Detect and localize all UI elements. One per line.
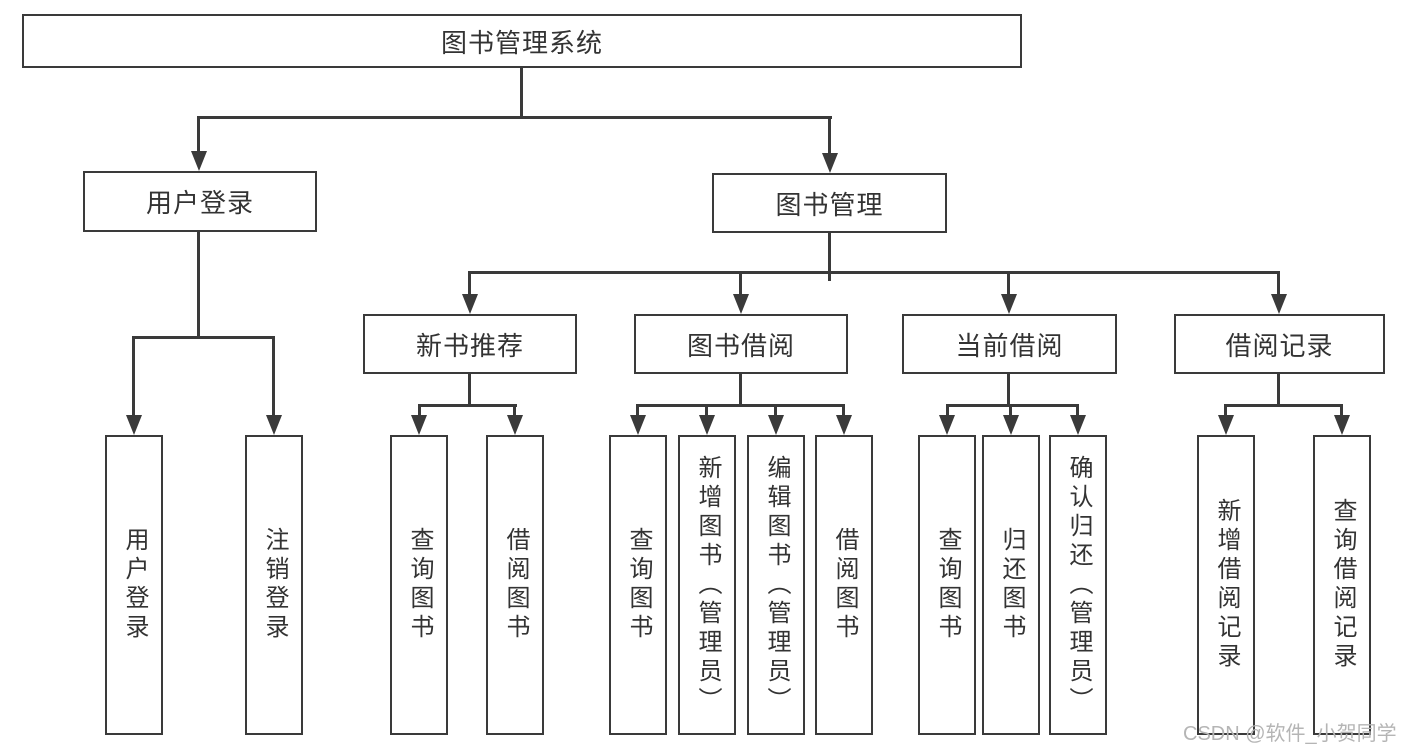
arrowhead-down-icon	[507, 415, 523, 435]
edge-borrow-records-stem	[1277, 373, 1280, 406]
node-book-borrow: 图书借阅	[634, 314, 848, 374]
edge-book-management-bus	[468, 271, 1280, 274]
arrowhead-down-icon	[1003, 415, 1019, 435]
edge-drop-user-login	[197, 116, 200, 154]
arrowhead-down-icon	[1334, 415, 1350, 435]
edge-drop-leaf	[705, 404, 708, 417]
edge-user-login-stem	[197, 231, 200, 338]
node-user-login: 用户登录	[83, 171, 317, 232]
node-borrow-records: 借阅记录	[1174, 314, 1385, 374]
arrowhead-down-icon	[1271, 294, 1287, 314]
leaf-confirm-return-admin: 确认归还（管理员）	[1049, 435, 1107, 735]
arrowhead-down-icon	[411, 415, 427, 435]
arrowhead-down-icon	[1070, 415, 1086, 435]
edge-book-management-stem	[828, 232, 831, 281]
leaf-borrow-books-recommend: 借阅图书	[486, 435, 544, 735]
leaf-label: 借阅图书	[831, 527, 858, 643]
arrowhead-down-icon	[266, 415, 282, 435]
edge-drop-book-management	[828, 116, 831, 156]
leaf-return-books: 归还图书	[982, 435, 1040, 735]
edge-drop-leaf	[418, 404, 421, 417]
arrowhead-down-icon	[768, 415, 784, 435]
arrowhead-down-icon	[462, 294, 478, 314]
arrowhead-down-icon	[1001, 294, 1017, 314]
edge-drop-new-book	[468, 271, 471, 296]
leaf-label: 新增图书（管理员）	[694, 454, 721, 716]
edge-drop-leaf-user-login	[132, 336, 135, 417]
edge-new-book-stem	[468, 373, 471, 406]
edge-drop-leaf	[1076, 404, 1079, 417]
leaf-label: 用户登录	[121, 527, 148, 643]
leaf-label: 查询图书	[625, 527, 652, 643]
leaf-label: 归还图书	[998, 527, 1025, 643]
leaf-label: 借阅图书	[502, 527, 529, 643]
arrowhead-down-icon	[733, 294, 749, 314]
edge-drop-leaf	[513, 404, 516, 417]
leaf-logout: 注销登录	[245, 435, 303, 735]
edge-drop-leaf	[1009, 404, 1012, 417]
node-book-management: 图书管理	[712, 173, 947, 233]
leaf-label: 注销登录	[261, 527, 288, 643]
edge-drop-leaf	[946, 404, 949, 417]
edge-drop-borrow-records	[1277, 271, 1280, 296]
leaf-add-borrow-record: 新增借阅记录	[1197, 435, 1255, 735]
leaf-query-books-recommend: 查询图书	[390, 435, 448, 735]
edge-drop-leaf-logout	[272, 336, 275, 417]
arrowhead-down-icon	[836, 415, 852, 435]
edge-drop-current-borrow	[1007, 271, 1010, 296]
leaf-user-login: 用户登录	[105, 435, 163, 735]
leaf-label: 查询图书	[934, 527, 961, 643]
leaf-label: 编辑图书（管理员）	[763, 454, 790, 716]
edge-book-borrow-stem	[739, 373, 742, 406]
edge-drop-book-borrow	[739, 271, 742, 296]
leaf-label: 新增借阅记录	[1213, 498, 1240, 672]
watermark: CSDN @软件_小贺同学	[1183, 723, 1397, 745]
arrowhead-down-icon	[939, 415, 955, 435]
edge-root-bus	[197, 116, 832, 119]
edge-drop-leaf	[1224, 404, 1227, 417]
leaf-query-books-current: 查询图书	[918, 435, 976, 735]
arrowhead-down-icon	[191, 151, 207, 171]
edge-borrow-records-bus	[1224, 404, 1343, 407]
leaf-add-books-admin: 新增图书（管理员）	[678, 435, 736, 735]
edge-drop-leaf	[774, 404, 777, 417]
edge-new-book-bus	[418, 404, 517, 407]
arrowhead-down-icon	[699, 415, 715, 435]
edge-book-borrow-bus	[636, 404, 845, 407]
leaf-query-books-borrow: 查询图书	[609, 435, 667, 735]
edge-drop-leaf	[636, 404, 639, 417]
node-current-borrow: 当前借阅	[902, 314, 1117, 374]
leaf-label: 确认归还（管理员）	[1065, 454, 1092, 716]
edge-root-stem	[520, 66, 523, 118]
leaf-edit-books-admin: 编辑图书（管理员）	[747, 435, 805, 735]
node-root-system: 图书管理系统	[22, 14, 1022, 68]
edge-user-login-bus	[132, 336, 275, 339]
arrowhead-down-icon	[126, 415, 142, 435]
leaf-query-borrow-record: 查询借阅记录	[1313, 435, 1371, 735]
arrowhead-down-icon	[630, 415, 646, 435]
leaf-label: 查询图书	[406, 527, 433, 643]
edge-current-borrow-stem	[1007, 373, 1010, 406]
node-new-book-recommend: 新书推荐	[363, 314, 577, 374]
arrowhead-down-icon	[1218, 415, 1234, 435]
arrowhead-down-icon	[822, 153, 838, 173]
edge-drop-leaf	[1340, 404, 1343, 417]
edge-drop-leaf	[842, 404, 845, 417]
leaf-label: 查询借阅记录	[1329, 498, 1356, 672]
leaf-borrow-books: 借阅图书	[815, 435, 873, 735]
edge-current-borrow-bus	[946, 404, 1079, 407]
